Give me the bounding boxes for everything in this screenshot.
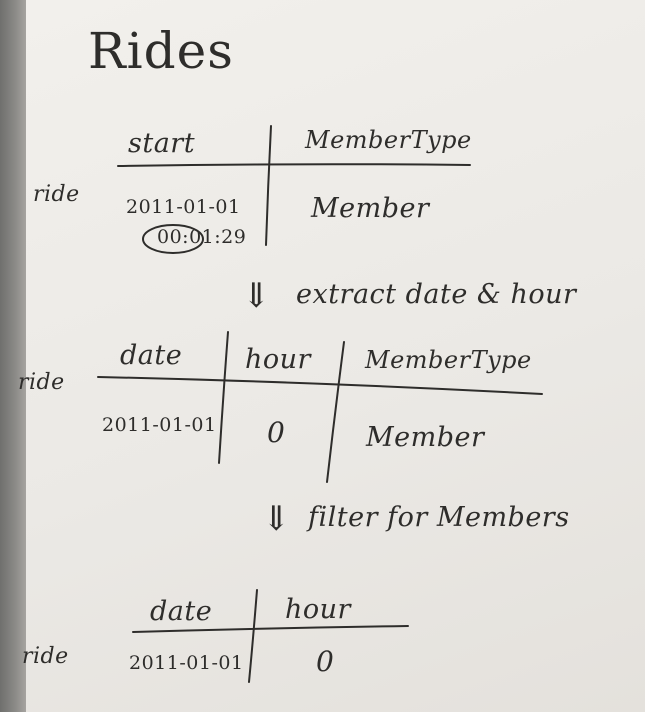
table3-cell-hour: 0	[316, 645, 335, 678]
table2-cell-hour: 0	[267, 416, 286, 449]
table1-column-divider	[265, 125, 272, 246]
table1-cell-start-time: 00:01:29	[157, 226, 247, 248]
table2-divider-1	[218, 331, 229, 464]
table3-header-date: date	[150, 596, 213, 627]
paper-sheet	[26, 0, 645, 712]
table3-cell-date: 2011-01-01	[129, 652, 244, 674]
table1-cell-membertype: Member	[311, 193, 430, 224]
table2-header-date: date	[120, 340, 183, 371]
table1-row-label: ride	[33, 182, 80, 207]
table2-cell-membertype: Member	[366, 422, 485, 453]
table1-header-membertype: MemberType	[305, 126, 472, 154]
table2-header-hour: hour	[245, 344, 311, 375]
table3-column-divider	[248, 589, 258, 683]
table1-cell-start-date: 2011-01-01	[126, 196, 241, 218]
table1-header-start: start	[128, 128, 196, 159]
table3-header-hour: hour	[285, 594, 351, 625]
table1-header-rule	[117, 163, 471, 167]
table2-header-membertype: MemberType	[365, 346, 532, 374]
down-arrow-icon: ⇓	[262, 499, 291, 539]
down-arrow-icon: ⇓	[242, 276, 271, 316]
table2-divider-2	[326, 341, 345, 483]
table2-cell-date: 2011-01-01	[102, 414, 217, 436]
page-title: Rides	[88, 22, 234, 80]
time-circle	[142, 224, 204, 254]
table3-row-label: ride	[22, 644, 69, 669]
table2-row-label: ride	[18, 370, 65, 395]
step1-label: extract date & hour	[296, 279, 577, 310]
step2-label: filter for Members	[308, 502, 570, 533]
table3-header-rule	[132, 625, 409, 633]
desk-edge	[0, 0, 26, 712]
table2-header-rule	[97, 376, 543, 395]
